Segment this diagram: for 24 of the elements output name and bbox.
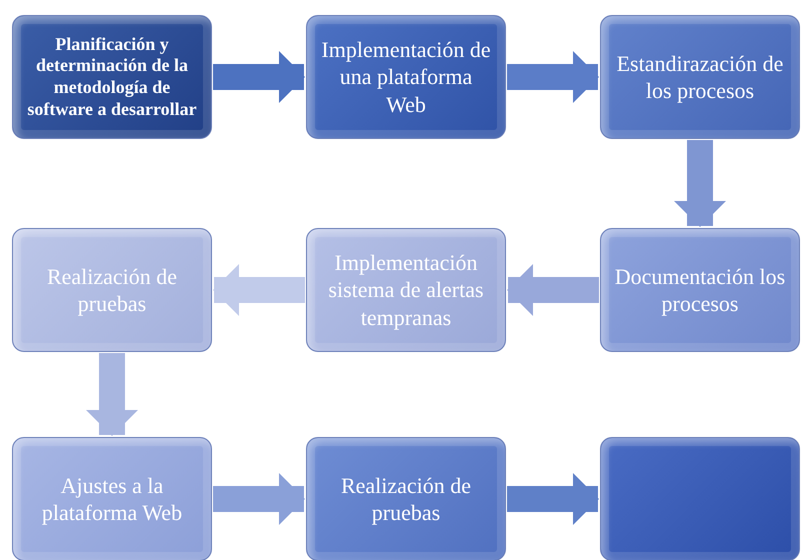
process-box	[600, 228, 800, 352]
box-label: Planificación y determinación de la metodología de software a desarrollar	[26, 34, 198, 120]
box-label: Implementación sistema de alertas tempranas	[327, 248, 485, 332]
block-arrow	[674, 140, 726, 227]
process-box	[306, 437, 506, 560]
box-label: Documentación los procesos	[614, 262, 786, 318]
box-label: Estandirazación de los procesos	[616, 50, 784, 104]
process-box	[306, 15, 506, 139]
block-arrow	[507, 51, 599, 103]
process-box	[306, 228, 506, 352]
block-arrow	[507, 264, 599, 316]
box-label: Realización de pruebas	[340, 472, 472, 526]
box-label: Ajustes a la plataforma Web	[40, 472, 184, 526]
process-box	[600, 437, 800, 560]
block-arrow	[86, 353, 138, 436]
box-label: Realización de pruebas	[46, 262, 178, 318]
block-arrow	[213, 264, 305, 316]
process-box	[12, 15, 212, 139]
process-box	[600, 15, 800, 139]
process-box	[12, 228, 212, 352]
block-arrow	[507, 473, 599, 525]
box-label: Implementación de una plataforma Web	[320, 36, 492, 118]
process-box	[12, 437, 212, 560]
block-arrow	[213, 51, 305, 103]
